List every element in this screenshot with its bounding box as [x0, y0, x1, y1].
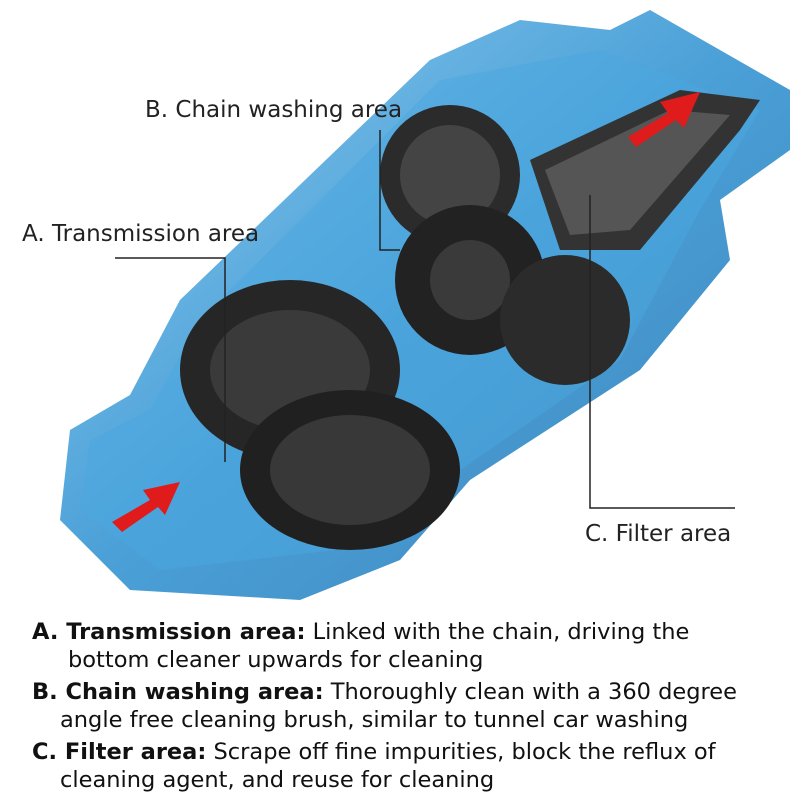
description-filter: C. Filter area: Scrape off fine impuriti… — [32, 738, 716, 794]
description-text: angle free cleaning brush, similar to tu… — [60, 707, 689, 733]
callout-filter: C. Filter area — [585, 521, 732, 547]
washing-gears — [380, 105, 630, 385]
description-title: B. Chain washing area: — [32, 679, 324, 705]
description-text: cleaning agent, and reuse for cleaning — [60, 767, 495, 793]
description-transmission: A. Transmission area: Linked with the ch… — [32, 618, 689, 674]
flow-arrows — [112, 92, 700, 532]
description-text: Scrape off fine impurities, block the re… — [213, 739, 716, 765]
description-chain-washing: B. Chain washing area: Thoroughly clean … — [32, 678, 737, 734]
callout-chain-washing: B. Chain washing area — [145, 97, 403, 123]
callout-lines — [115, 130, 735, 509]
description-title: C. Filter area: — [32, 739, 207, 765]
description-text: bottom cleaner upwards for cleaning — [68, 647, 484, 673]
outlet-arrow-icon — [628, 92, 700, 147]
transmission-gears — [180, 280, 460, 550]
chain-cleaner-illustration — [60, 10, 790, 600]
filter-area — [530, 90, 760, 250]
callout-transmission: A. Transmission area — [22, 221, 260, 247]
description-text: Linked with the chain, driving the — [312, 619, 690, 645]
description-text: Thoroughly clean with a 360 degree — [330, 679, 737, 705]
description-title: A. Transmission area: — [32, 619, 306, 645]
inlet-arrow-icon — [112, 482, 180, 532]
